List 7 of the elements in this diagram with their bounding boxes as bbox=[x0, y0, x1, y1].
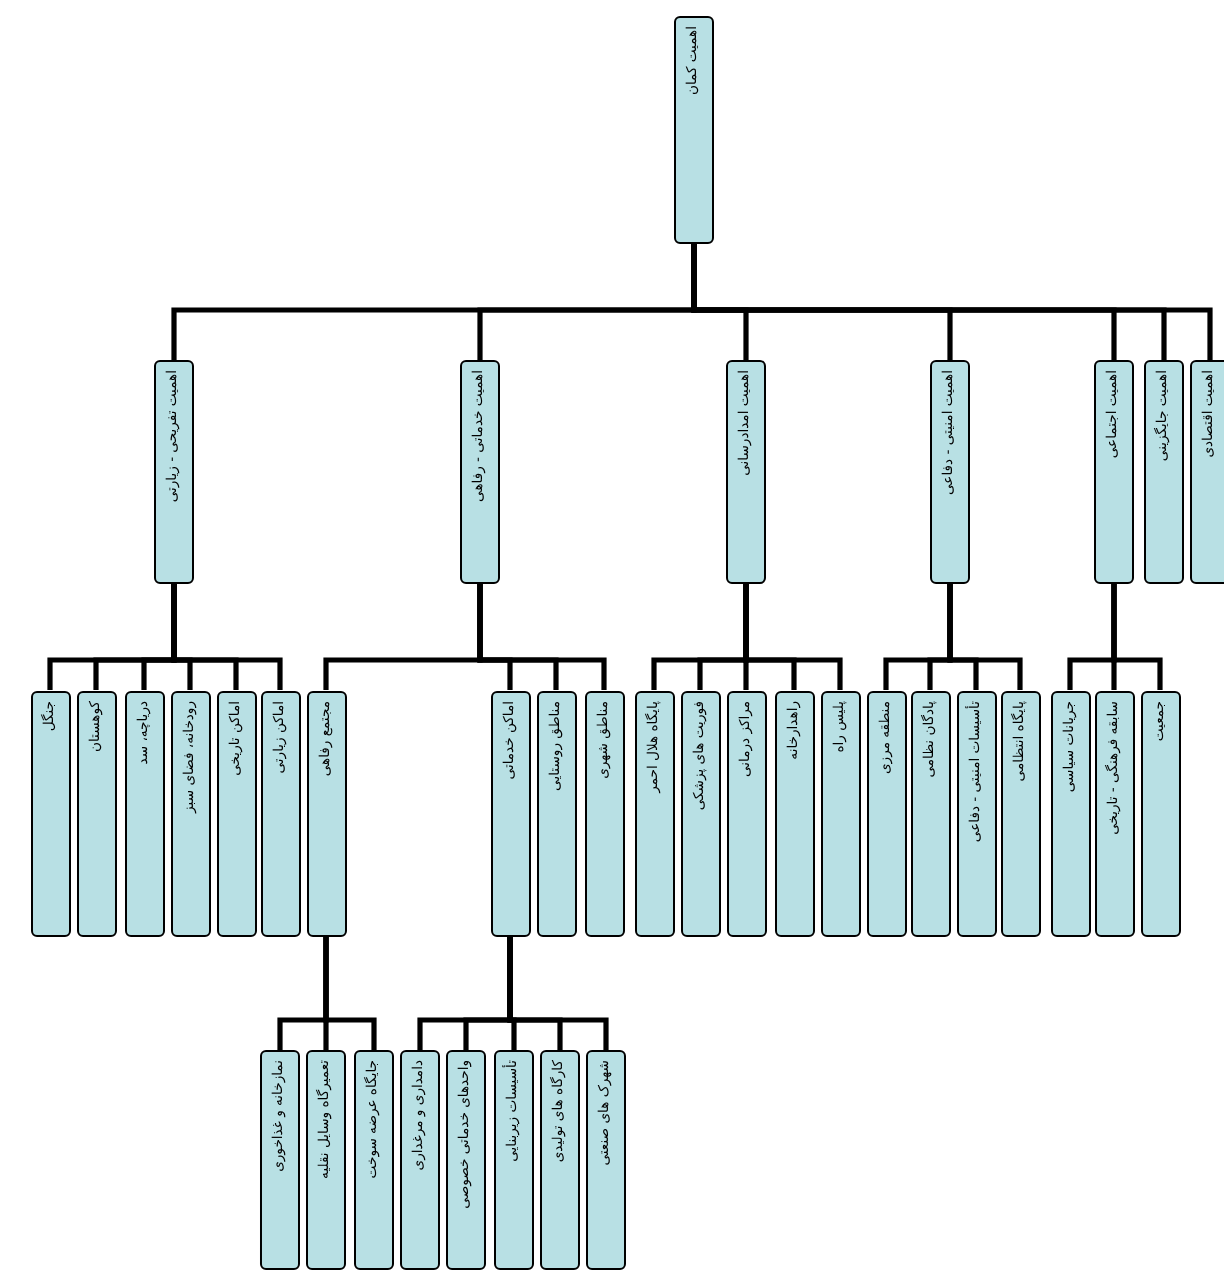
connector-line bbox=[507, 936, 609, 1050]
connector-line bbox=[171, 584, 283, 690]
connector-line bbox=[477, 584, 607, 690]
connector-line bbox=[743, 584, 843, 690]
connector-line bbox=[1111, 584, 1163, 690]
connector-line bbox=[947, 584, 1023, 690]
connector-line bbox=[323, 936, 377, 1050]
